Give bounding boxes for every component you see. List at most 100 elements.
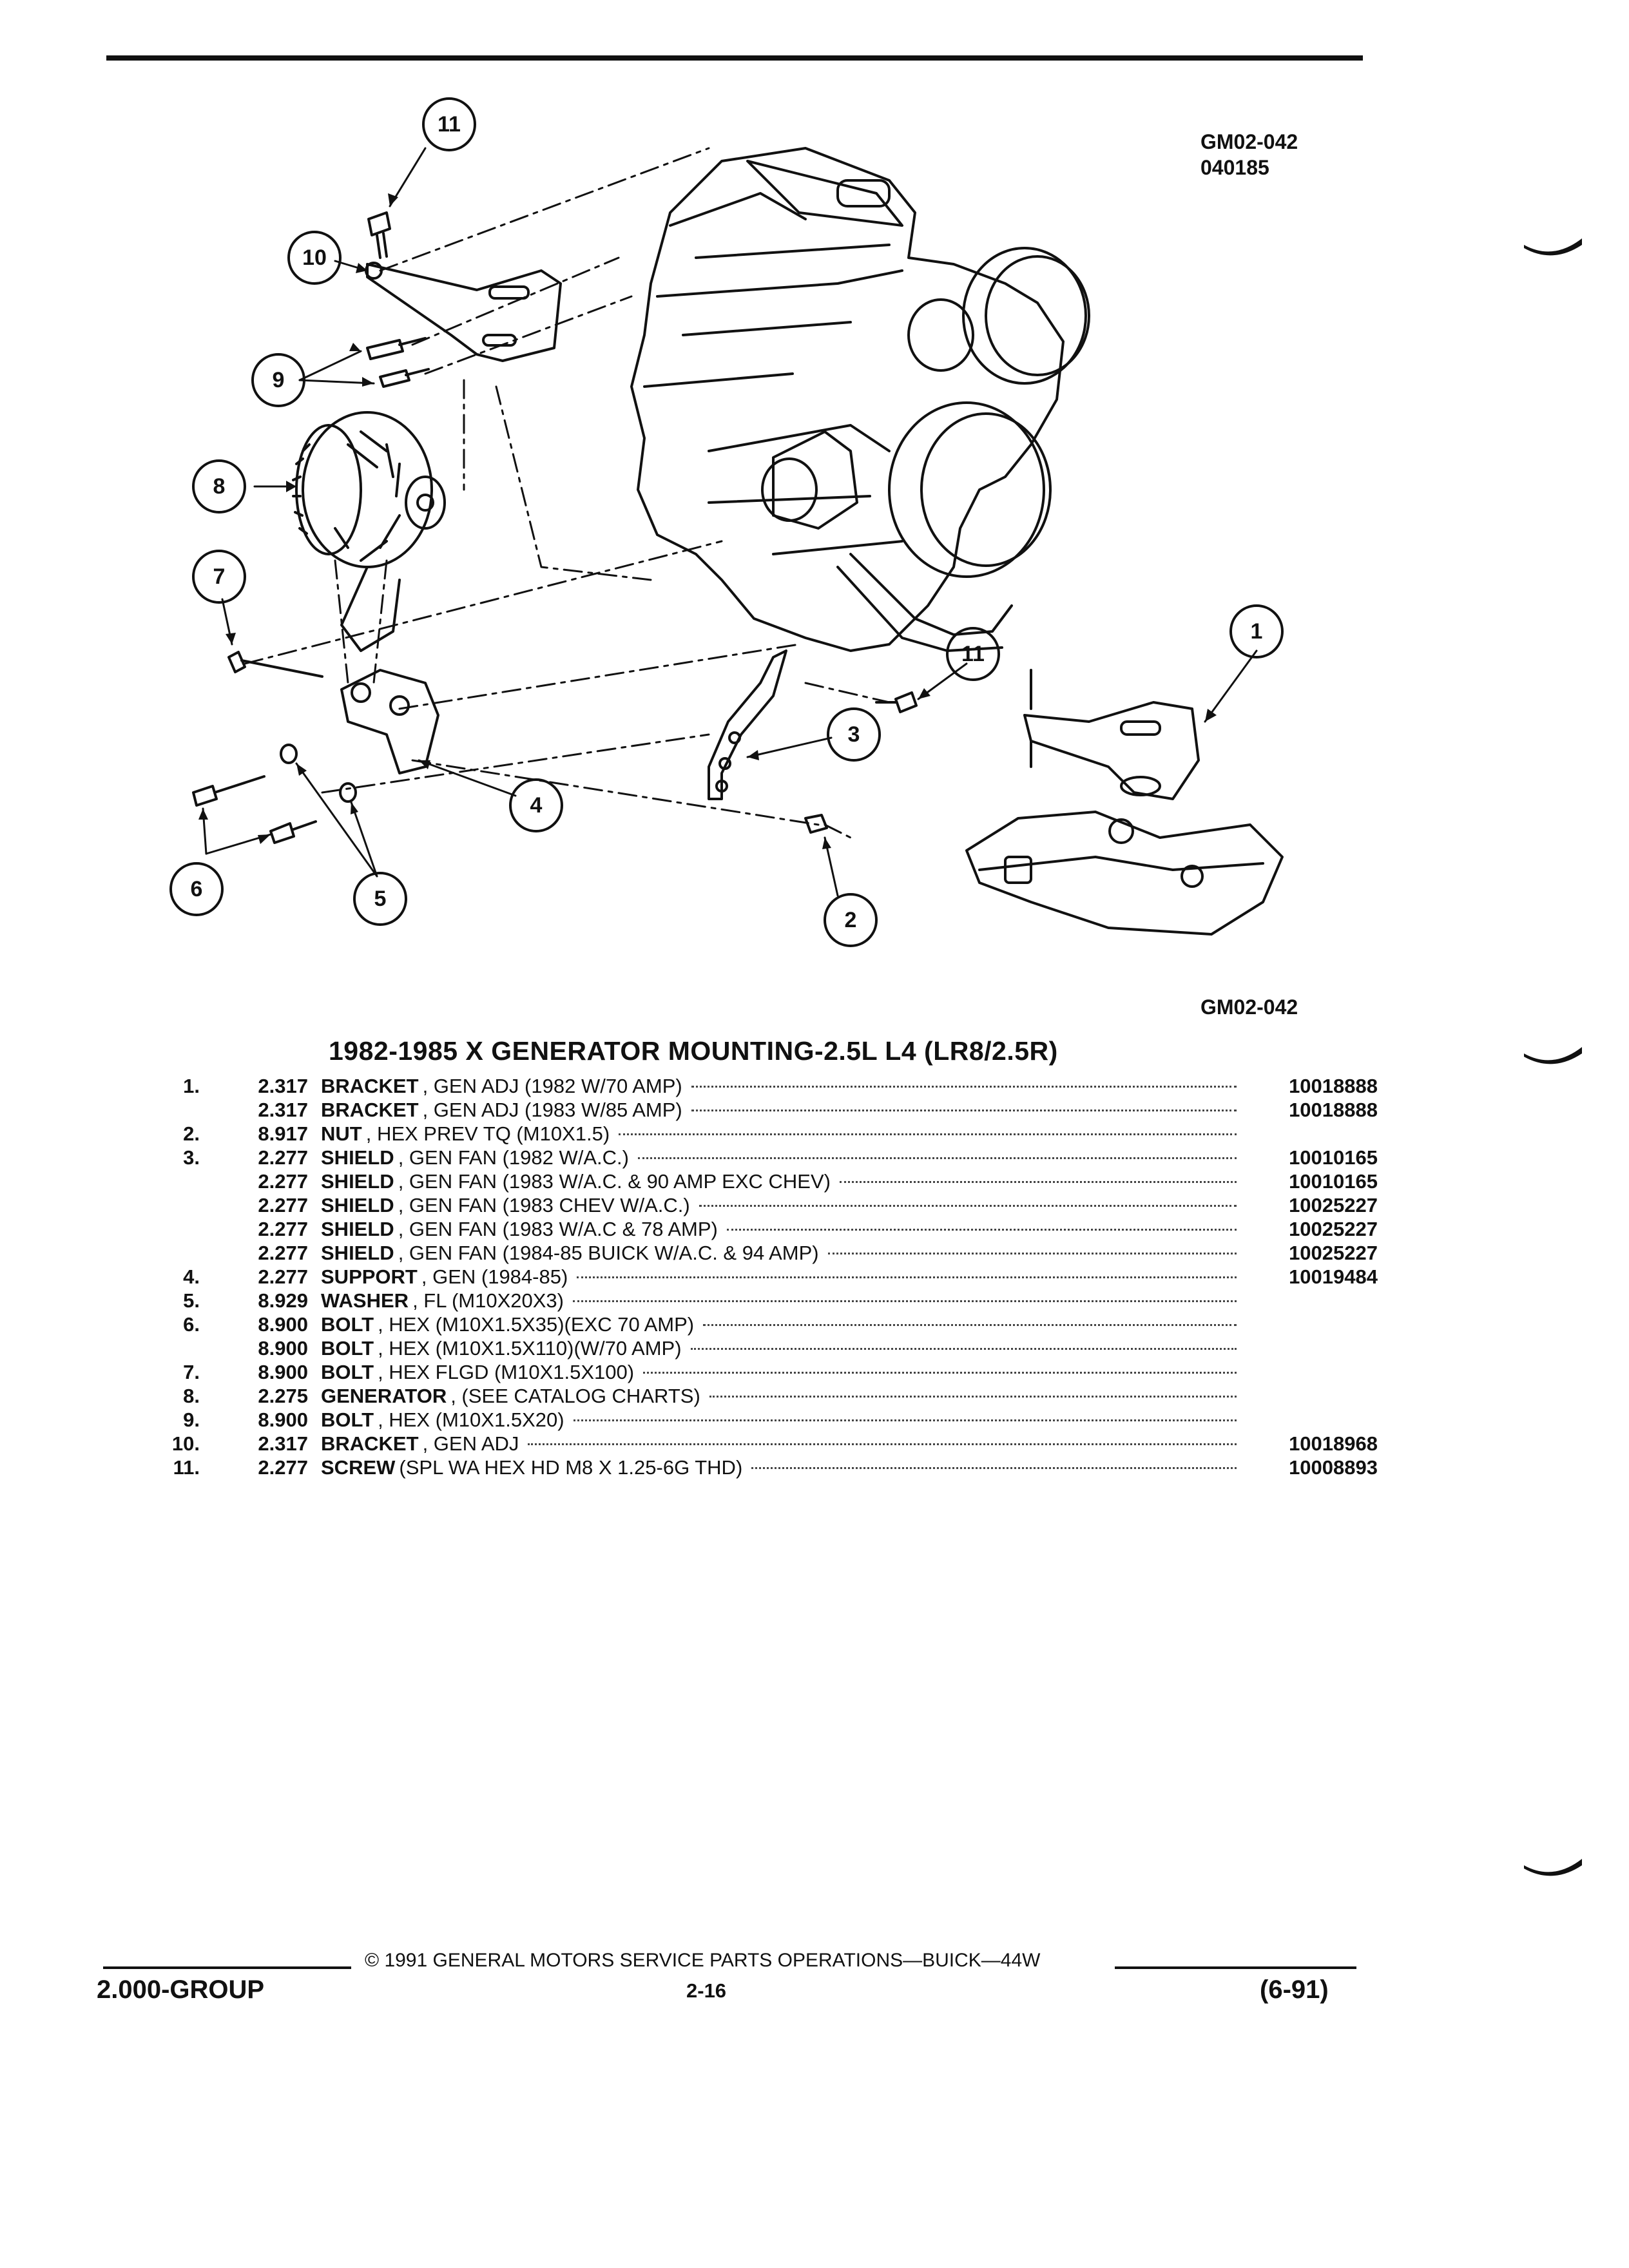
group-number: 2.277: [258, 1242, 308, 1264]
fan-shield-drawing: [708, 649, 787, 800]
callout-1: 1: [1250, 619, 1263, 644]
part-description: GENERATOR, (SEE CATALOG CHARTS): [321, 1384, 1378, 1408]
margin-mark-2: [1524, 1047, 1582, 1064]
dot-leader: [638, 1157, 1237, 1159]
dot-leader: [699, 1205, 1237, 1207]
group-number: 8.900: [258, 1361, 308, 1383]
group-number: 2.317: [258, 1099, 308, 1121]
callout-10: 10: [302, 245, 327, 270]
parts-list-row: 2.277 SHIELD, GEN FAN (1983 W/A.C & 78 AM…: [161, 1217, 1378, 1241]
dot-leader: [691, 1110, 1237, 1111]
figure-code-block: GM02-042 040185: [1200, 129, 1298, 180]
callout-11-right: 11: [961, 642, 985, 666]
dot-leader: [643, 1372, 1237, 1374]
leader-arrows: [202, 147, 1258, 897]
bracket-detail-inset: [965, 669, 1284, 936]
dot-leader: [690, 1348, 1237, 1350]
assembly-lines: [244, 147, 891, 839]
part-description: BOLT, HEX (M10X1.5X110)(W/70 AMP): [321, 1336, 1378, 1360]
part-name: NUT: [321, 1122, 362, 1145]
part-name: WASHER: [321, 1289, 409, 1312]
part-name: SHIELD: [321, 1218, 394, 1240]
part-detail: , HEX FLGD (M10X1.5X100): [378, 1361, 635, 1383]
item-number: 4.: [183, 1265, 200, 1288]
parts-list-row: 11. 2.277 SCREW (SPL WA HEX HD M8 X 1.25-6…: [161, 1456, 1378, 1479]
callout-7: 7: [213, 564, 226, 589]
group-number: 2.275: [258, 1385, 308, 1407]
part-detail: , (SEE CATALOG CHARTS): [450, 1385, 700, 1407]
part-number: 10018968: [1289, 1432, 1378, 1455]
part-description: SHIELD, GEN FAN (1983 CHEV W/A.C.)100252…: [321, 1193, 1378, 1217]
parts-list-row: 8. 2.275 GENERATOR, (SEE CATALOG CHARTS): [161, 1384, 1366, 1408]
part-name: SHIELD: [321, 1242, 394, 1264]
item-number: 1.: [183, 1075, 200, 1097]
part-detail: , HEX (M10X1.5X110)(W/70 AMP): [378, 1337, 682, 1360]
part-name: SUPPORT: [321, 1265, 418, 1288]
part-name: BRACKET: [321, 1099, 419, 1121]
part-number: 10025227: [1289, 1218, 1378, 1240]
item-number: 8.: [183, 1385, 200, 1407]
top-rule: [106, 55, 1363, 61]
group-number: 2.277: [258, 1265, 308, 1288]
part-detail: (SPL WA HEX HD M8 X 1.25-6G THD): [399, 1456, 743, 1479]
part-description: SHIELD, GEN FAN (1983 W/A.C. & 90 AMP EX…: [321, 1169, 1378, 1193]
callout-2: 2: [844, 908, 857, 932]
part-detail: , HEX (M10X1.5X35)(EXC 70 AMP): [378, 1313, 695, 1336]
group-number: 2.277: [258, 1170, 308, 1193]
footer-group-label: 2.000-GROUP: [97, 1975, 265, 2004]
dot-leader: [573, 1419, 1237, 1421]
dot-leader: [709, 1396, 1237, 1398]
margin-mark-1: [1524, 238, 1582, 256]
part-detail: , GEN (1984-85): [421, 1265, 568, 1288]
part-description: BRACKET, GEN ADJ (1983 W/85 AMP)10018888: [321, 1098, 1378, 1122]
part-description: SHIELD, GEN FAN (1984-85 BUICK W/A.C. & …: [321, 1241, 1378, 1265]
part-description: SHIELD, GEN FAN (1983 W/A.C & 78 AMP)100…: [321, 1217, 1378, 1241]
callout-circles: [169, 97, 1284, 947]
generator-drawing: [292, 411, 446, 652]
part-detail: , GEN ADJ (1983 W/85 AMP): [422, 1099, 682, 1121]
exploded-view-diagram: [169, 97, 1284, 947]
item-number: 6.: [183, 1313, 200, 1336]
part-name: BOLT: [321, 1313, 374, 1336]
part-name: SCREW: [321, 1456, 396, 1479]
support-bracket-drawing: [340, 669, 439, 774]
group-number: 2.277: [258, 1194, 308, 1216]
parts-list-row: 6. 8.900 BOLT, HEX (M10X1.5X35)(EXC 70 AMP…: [161, 1312, 1366, 1336]
item-number: 11.: [173, 1456, 200, 1479]
figure-code: GM02-042: [1200, 130, 1298, 153]
part-detail: , GEN FAN (1983 CHEV W/A.C.): [398, 1194, 690, 1216]
dot-leader: [703, 1324, 1237, 1326]
footer-rule-right: [1115, 1966, 1356, 1969]
part-description: NUT, HEX PREV TQ (M10X1.5): [321, 1122, 1378, 1146]
part-detail: , GEN FAN (1984-85 BUICK W/A.C. & 94 AMP…: [398, 1242, 819, 1264]
part-detail: , GEN FAN (1982 W/A.C.): [398, 1146, 629, 1169]
parts-list-row: 2.277 SHIELD, GEN FAN (1984-85 BUICK W/A.…: [161, 1241, 1378, 1265]
dot-leader: [577, 1276, 1237, 1278]
dot-leader: [528, 1443, 1237, 1445]
callout-9: 9: [272, 368, 285, 392]
part-number: 10010165: [1289, 1146, 1378, 1169]
group-number: 2.317: [258, 1432, 308, 1455]
item-number: 9.: [183, 1408, 200, 1431]
group-number: 8.929: [258, 1289, 308, 1312]
part-name: BRACKET: [321, 1075, 419, 1097]
footer-copyright: © 1991 GENERAL MOTORS SERVICE PARTS OPER…: [365, 1950, 1041, 1971]
engine-assembly-drawing: [630, 147, 1090, 652]
part-number: 10018888: [1289, 1075, 1378, 1097]
group-number: 2.277: [258, 1456, 308, 1479]
group-number: 8.900: [258, 1313, 308, 1336]
group-number: 2.277: [258, 1218, 308, 1240]
group-number: 8.917: [258, 1122, 308, 1145]
part-detail: , HEX PREV TQ (M10X1.5): [365, 1122, 610, 1145]
margin-mark-3: [1524, 1859, 1582, 1876]
part-name: BOLT: [321, 1408, 374, 1431]
part-number: 10010165: [1289, 1170, 1378, 1193]
part-name: SHIELD: [321, 1170, 394, 1193]
part-name: GENERATOR: [321, 1385, 447, 1407]
